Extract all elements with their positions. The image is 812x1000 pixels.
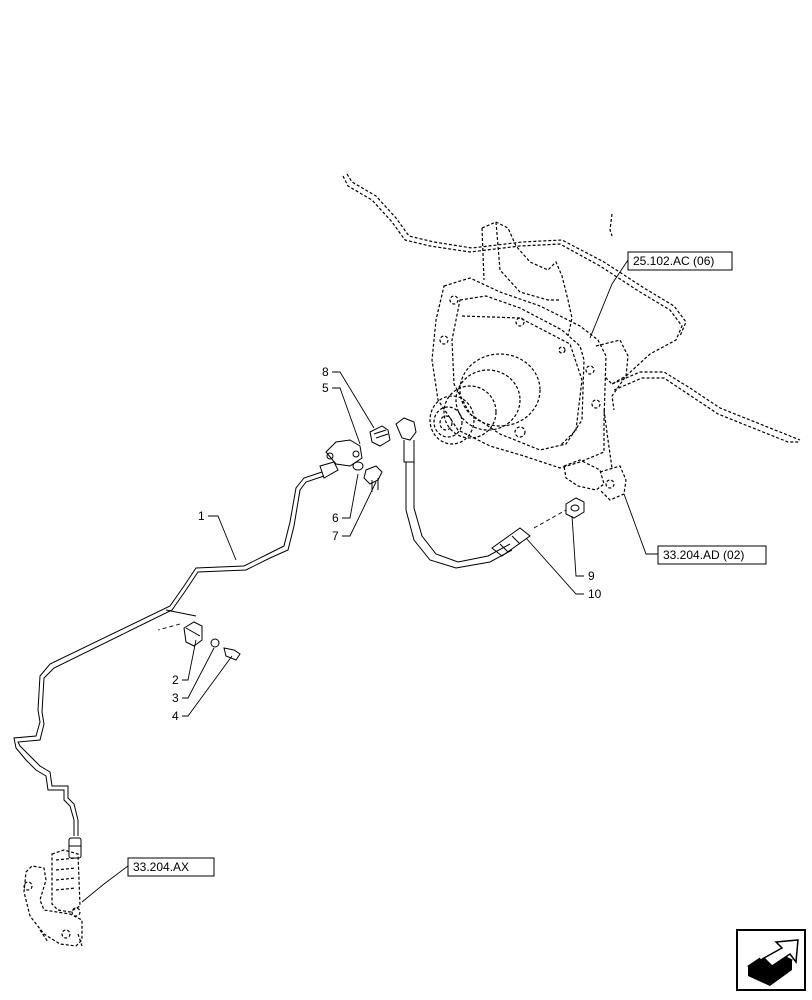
ref-box-bottom-left[interactable]: 33.204.AX <box>127 857 215 877</box>
ref-label: 33.204.AX <box>133 860 189 874</box>
pipe-1 <box>13 471 323 836</box>
washer-6 <box>352 461 364 471</box>
callout-4: 4 <box>172 709 179 723</box>
clip-2 <box>183 621 203 647</box>
callout-3: 3 <box>172 691 179 705</box>
ref-box-mid-right[interactable]: 33.204.AD (02) <box>657 545 767 565</box>
washer-3 <box>210 638 220 648</box>
adapter-8 <box>369 425 391 447</box>
callout-10: 10 <box>588 587 602 601</box>
alignment-line <box>157 623 181 631</box>
callout-1: 1 <box>198 509 205 523</box>
bolt-7 <box>363 465 383 485</box>
ref-label: 33.204.AD (02) <box>663 548 744 562</box>
ref-label: 25.102.AC (06) <box>633 254 714 268</box>
hose-10 <box>405 462 513 569</box>
screw-4 <box>223 647 241 661</box>
leader-lines <box>81 259 658 903</box>
ghost-context-parts <box>23 173 801 947</box>
alignment-line <box>533 509 567 529</box>
solid-parts <box>13 417 585 859</box>
ref-box-top-right[interactable]: 25.102.AC (06) <box>627 251 733 271</box>
callout-5: 5 <box>322 381 329 395</box>
callout-2: 2 <box>172 673 179 687</box>
callout-6: 6 <box>332 511 339 525</box>
next-page-arrow-icon[interactable] <box>736 929 806 991</box>
connector-9 <box>565 497 585 519</box>
callout-9: 9 <box>588 569 595 583</box>
callout-7: 7 <box>332 529 339 543</box>
callout-8: 8 <box>322 365 329 379</box>
clamp-bracket-5 <box>325 439 363 467</box>
